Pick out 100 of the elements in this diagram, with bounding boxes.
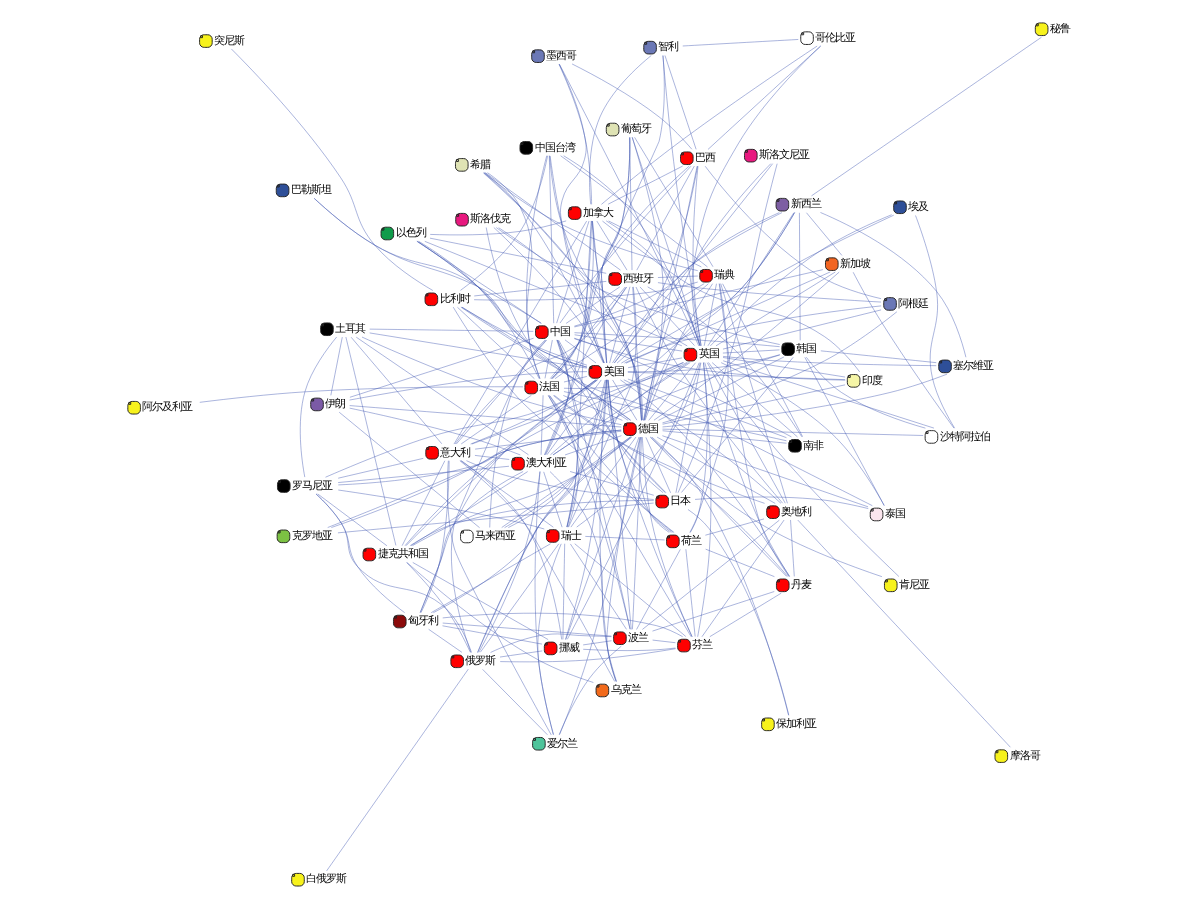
connector — [313, 198, 588, 368]
connector — [417, 241, 631, 421]
connector — [558, 64, 592, 205]
connector — [317, 493, 388, 547]
connector — [820, 350, 937, 363]
connector — [496, 227, 780, 345]
connector — [664, 55, 697, 150]
connector — [483, 172, 699, 271]
connector — [704, 165, 882, 299]
connector — [662, 428, 924, 436]
connector — [337, 465, 510, 483]
connector — [457, 307, 535, 379]
connector — [315, 493, 472, 653]
connector — [349, 337, 534, 398]
connector — [658, 356, 785, 421]
connector — [558, 339, 666, 493]
connector — [338, 411, 480, 528]
connector — [820, 212, 967, 358]
connector — [361, 336, 622, 425]
connector — [592, 220, 607, 364]
connector — [566, 379, 606, 528]
connector — [636, 165, 695, 271]
connector — [582, 647, 676, 651]
connector — [461, 306, 588, 366]
connector — [442, 625, 543, 645]
connector — [466, 460, 654, 500]
connector — [552, 354, 781, 456]
connector — [526, 155, 548, 379]
connector — [558, 645, 622, 735]
connector — [811, 36, 1042, 197]
connector — [722, 357, 846, 378]
connector — [369, 332, 588, 369]
connector — [652, 591, 775, 632]
connector — [429, 237, 607, 274]
connector — [428, 629, 463, 653]
connector — [485, 172, 621, 271]
connector — [474, 430, 622, 450]
connector — [645, 437, 671, 494]
connector — [675, 362, 702, 494]
connector — [560, 155, 708, 268]
connector — [799, 212, 801, 341]
connector — [543, 471, 563, 528]
connector — [650, 436, 787, 577]
connector — [460, 306, 782, 504]
connector — [412, 562, 549, 640]
connector — [915, 215, 955, 429]
connector — [574, 334, 683, 352]
connector — [349, 405, 622, 428]
connector — [546, 379, 602, 456]
connector — [643, 212, 795, 421]
connector — [657, 282, 882, 303]
connector — [685, 548, 696, 637]
connector — [609, 286, 631, 364]
connector — [417, 241, 588, 368]
connector — [614, 165, 698, 364]
connector — [632, 436, 642, 630]
connector — [711, 362, 798, 438]
connector — [430, 543, 551, 613]
connector — [556, 220, 590, 324]
connector — [706, 362, 786, 504]
connector — [231, 48, 434, 291]
connector — [565, 286, 621, 324]
connector — [442, 622, 612, 637]
connector — [473, 281, 699, 301]
connector — [299, 336, 337, 478]
connector — [705, 548, 775, 577]
connector — [571, 63, 693, 150]
connector — [480, 543, 560, 653]
connector — [662, 384, 846, 425]
connector — [639, 436, 670, 533]
connector — [616, 283, 709, 364]
connector — [563, 155, 701, 346]
connector — [498, 227, 643, 421]
connector — [639, 286, 695, 346]
connector — [501, 436, 631, 528]
connector — [559, 63, 700, 347]
connector — [627, 357, 683, 368]
connector — [569, 471, 655, 496]
connector — [722, 283, 803, 437]
connector — [574, 212, 783, 327]
connector — [722, 349, 780, 354]
connector — [570, 436, 637, 528]
connector — [499, 650, 543, 658]
connector — [648, 362, 696, 421]
connector — [607, 165, 683, 205]
connector — [709, 592, 782, 637]
connector — [607, 379, 672, 533]
connector — [460, 460, 554, 528]
connector — [636, 549, 681, 630]
connector — [369, 328, 534, 332]
connector — [424, 241, 683, 347]
connector — [602, 220, 860, 373]
connector — [631, 137, 664, 421]
connector — [549, 395, 674, 533]
connector — [461, 306, 632, 421]
connector — [482, 669, 548, 736]
connector — [570, 543, 627, 630]
connector — [453, 220, 587, 445]
connector — [401, 460, 446, 546]
connector — [705, 518, 765, 536]
